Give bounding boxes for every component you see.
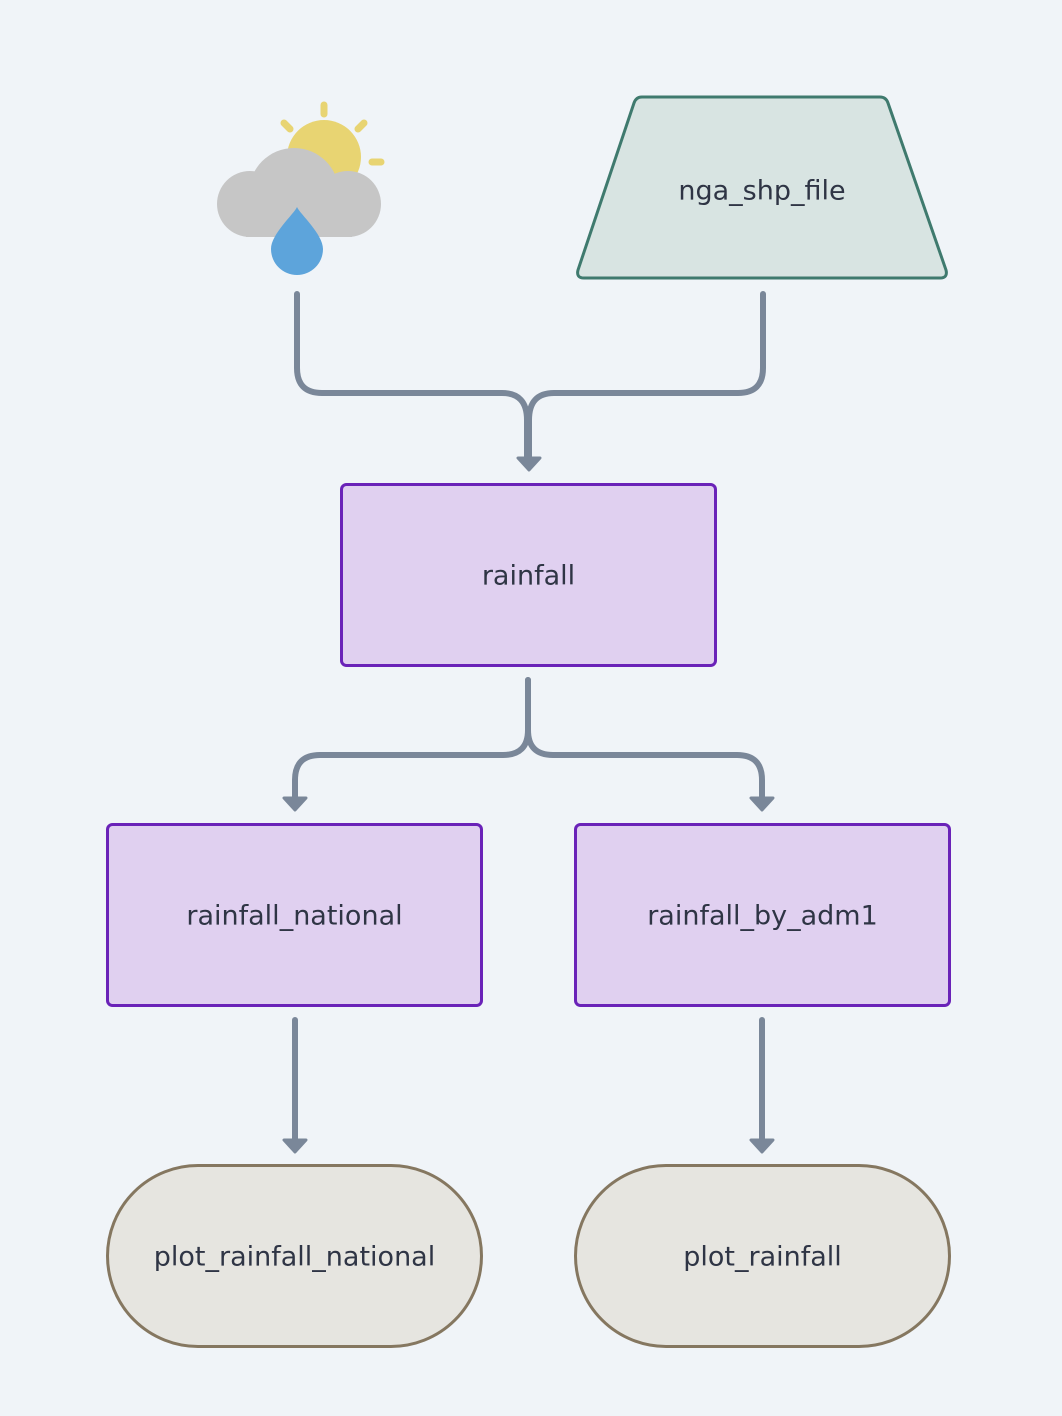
raindrop-icon bbox=[271, 207, 323, 275]
edge-rainfall-to-adm1 bbox=[525, 677, 765, 801]
node-plot-rainfall-national[interactable]: plot_rainfall_national bbox=[106, 1164, 483, 1348]
edges bbox=[282, 291, 775, 1154]
node-rainfall-national[interactable]: rainfall_national bbox=[106, 823, 483, 1007]
node-rainfall[interactable]: rainfall bbox=[340, 483, 717, 667]
cloud-icon bbox=[217, 148, 381, 238]
node-plot-rainfall[interactable]: plot_rainfall bbox=[574, 1164, 951, 1348]
node-nga-shp-file[interactable]: nga_shp_file bbox=[576, 95, 948, 280]
arrowhead-into-rainfall bbox=[516, 456, 542, 472]
sun-ray bbox=[280, 119, 294, 133]
node-label-rainfall-by-adm1: rainfall_by_adm1 bbox=[647, 901, 878, 932]
process-box bbox=[574, 823, 951, 1007]
arrowhead-into-plot-rainfall-national bbox=[282, 1138, 308, 1154]
node-label-rainfall-national: rainfall_national bbox=[186, 901, 402, 932]
process-box bbox=[106, 823, 483, 1007]
sun-cloud-rain-icon bbox=[217, 101, 385, 275]
process-box bbox=[340, 483, 717, 667]
edge-rainfall-to-national bbox=[292, 677, 531, 801]
node-rainfall-by-adm1[interactable]: rainfall_by_adm1 bbox=[574, 823, 951, 1007]
node-label-plot-rainfall: plot_rainfall bbox=[683, 1242, 842, 1273]
trapezoid-shape bbox=[576, 95, 948, 280]
arrowhead-into-rainfall-by-adm1 bbox=[749, 796, 775, 812]
stadium-shape bbox=[106, 1164, 483, 1348]
arrowhead-into-rainfall-national bbox=[282, 796, 308, 812]
edge-shp-to-rainfall bbox=[526, 291, 766, 461]
edge-weather-to-rainfall bbox=[294, 291, 530, 461]
sun-ray bbox=[354, 119, 368, 133]
arrowhead-into-plot-rainfall bbox=[749, 1138, 775, 1154]
node-label-nga-shp-file: nga_shp_file bbox=[678, 176, 845, 207]
node-label-rainfall: rainfall bbox=[482, 561, 575, 592]
node-label-plot-rainfall-national: plot_rainfall_national bbox=[154, 1242, 435, 1273]
stadium-shape bbox=[574, 1164, 951, 1348]
